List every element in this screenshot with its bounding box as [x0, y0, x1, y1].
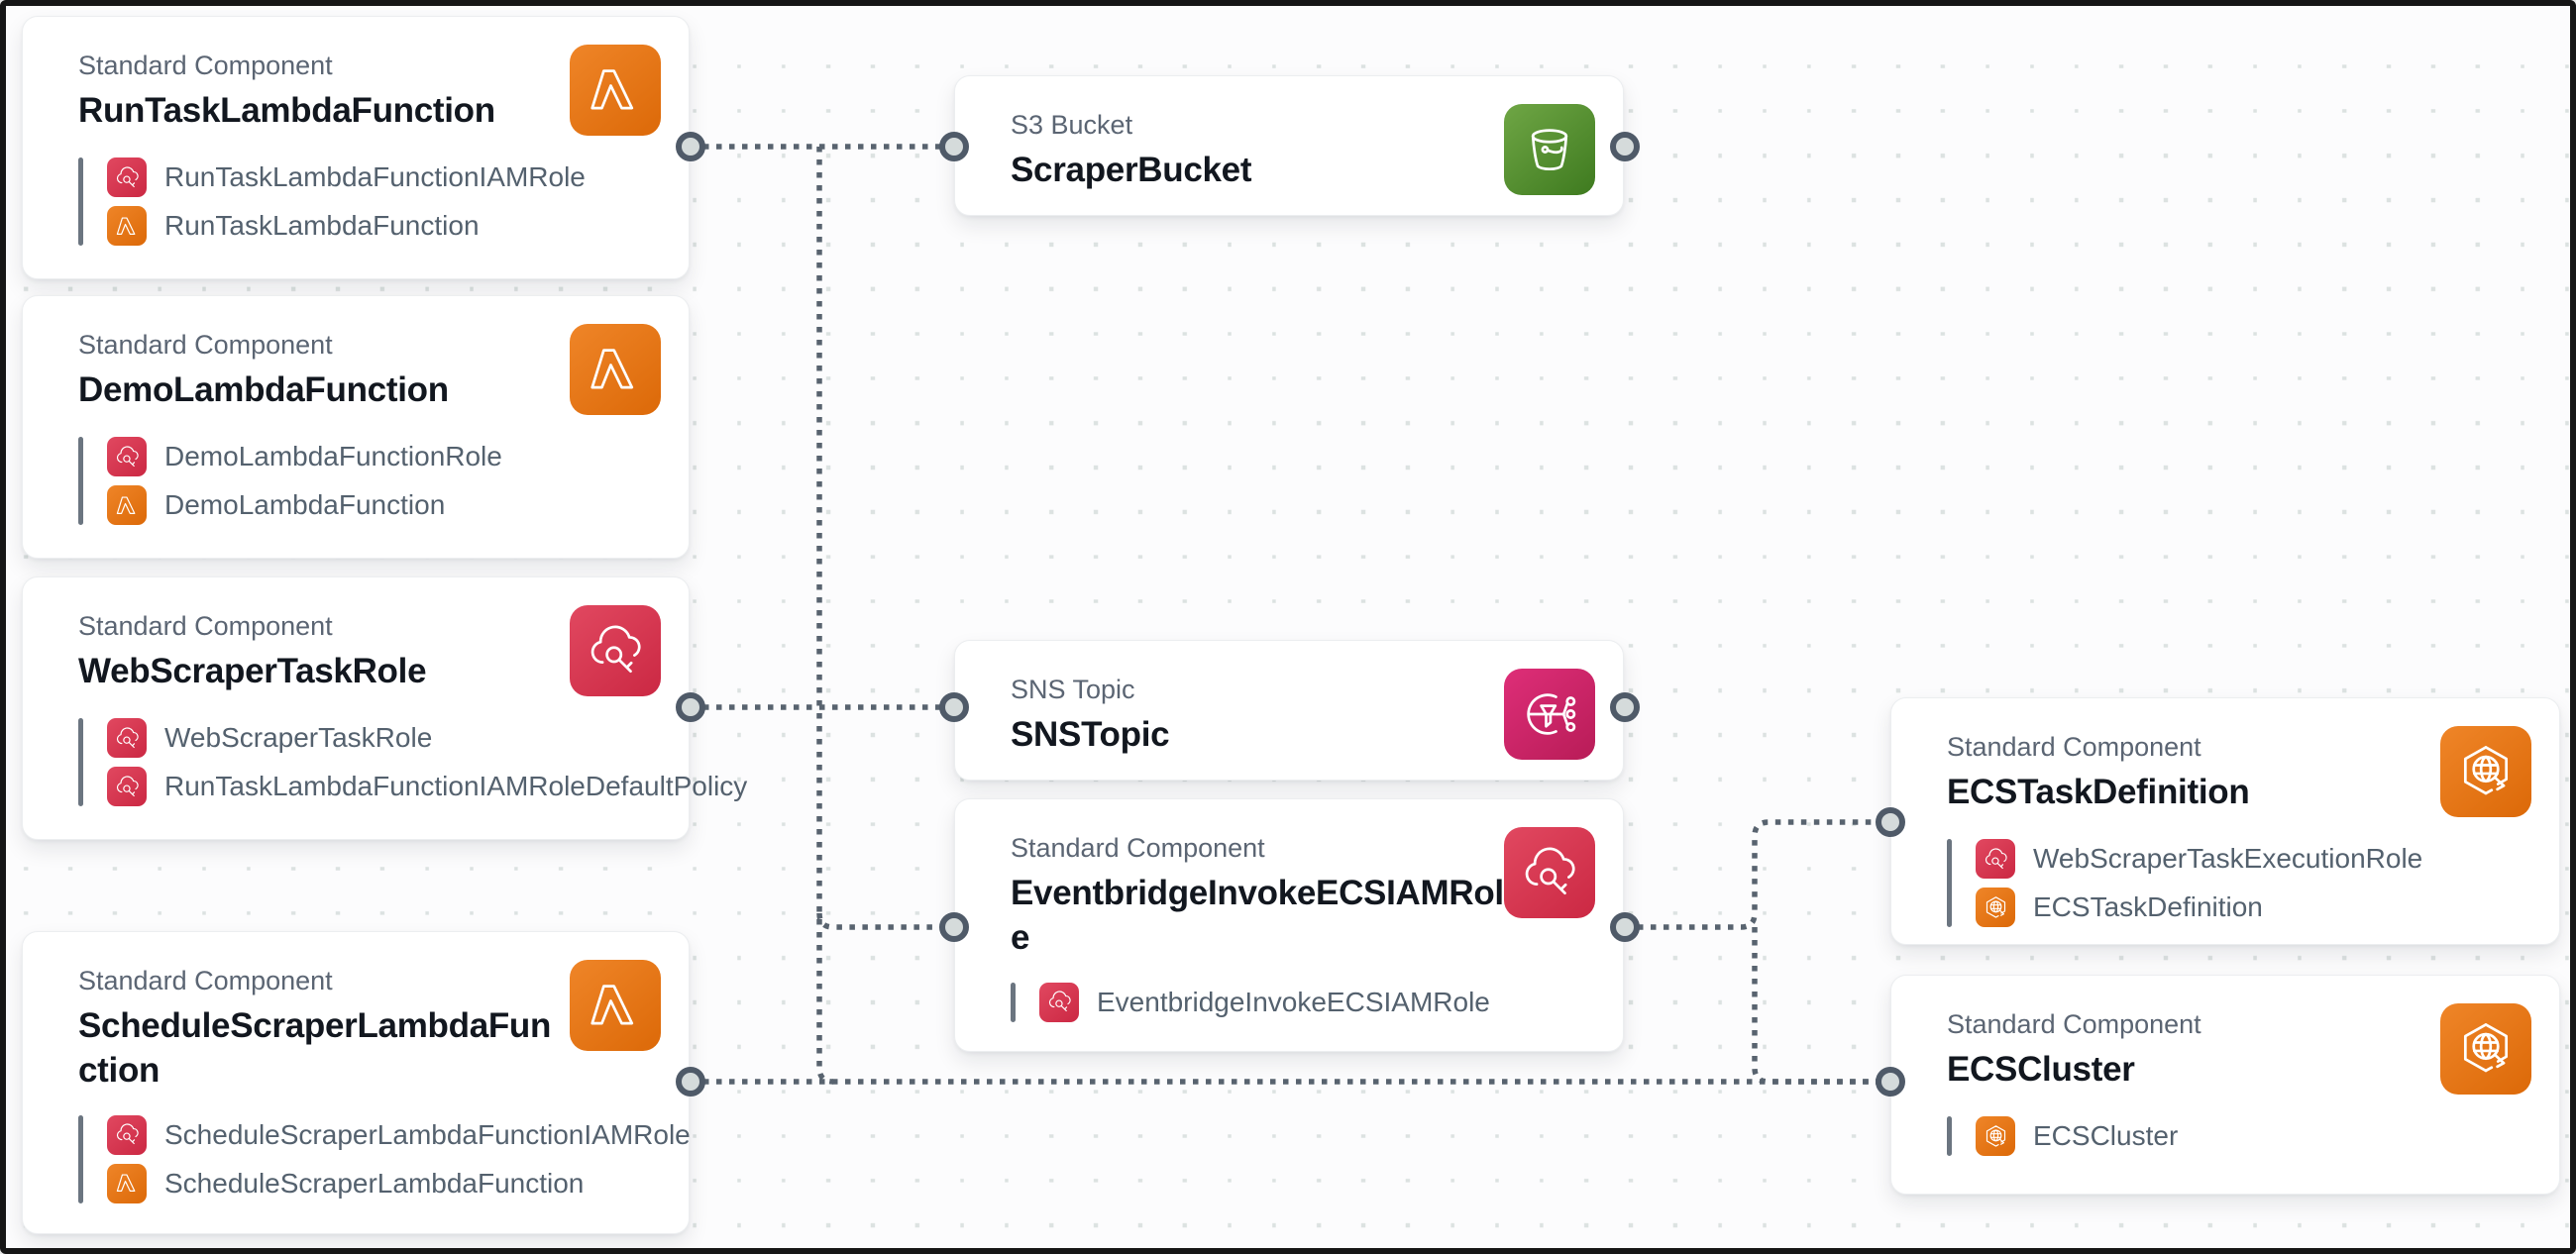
card-title: SNSTopic [1011, 715, 1170, 754]
connection-port[interactable] [1876, 1067, 1905, 1097]
lambda-icon [570, 960, 661, 1051]
component-card-demolambdafunction[interactable]: Standard Component DemoLambdaFunction De… [22, 295, 690, 559]
card-type-label: Standard Component [78, 611, 333, 641]
sub-resource-bar [1011, 982, 1016, 1022]
card-title: RunTaskLambdaFunction [78, 91, 495, 130]
iam-role-icon [107, 718, 147, 758]
sub-resource-label: EventbridgeInvokeECSIAMRole [1097, 986, 1490, 1017]
card-type-label: Standard Component [1947, 1009, 2201, 1039]
sub-resource-row[interactable]: RunTaskLambdaFunctionIAMRoleDefaultPolic… [107, 767, 747, 806]
sub-resource-bar [1947, 1116, 1952, 1156]
sub-resource-row[interactable]: EventbridgeInvokeECSIAMRole [1039, 982, 1490, 1022]
ecs-icon [2440, 1003, 2531, 1095]
component-card-eventbridgeinvokeecsiamrole[interactable]: Standard Component EventbridgeInvokeECSI… [954, 798, 1624, 1052]
sub-resource-bar [78, 157, 83, 246]
component-card-schedulescraperlambdafunction[interactable]: Standard Component ScheduleScraperLambda… [22, 931, 691, 1234]
ecs-icon [2440, 726, 2531, 817]
connector-edge[interactable] [816, 912, 954, 930]
card-title: DemoLambdaFunction [78, 370, 449, 409]
sub-resource-bar [78, 718, 83, 806]
card-type-label: Standard Component [78, 330, 333, 360]
sub-resource-bar [1947, 839, 1952, 927]
connection-port[interactable] [939, 692, 969, 722]
connector-edge[interactable] [1625, 819, 1890, 930]
connector-layer [691, 144, 1890, 1085]
connection-port[interactable] [676, 692, 705, 722]
sub-resource-row[interactable]: ECSTaskDefinition [1976, 888, 2422, 927]
connection-port[interactable] [676, 132, 705, 161]
card-type-label: Standard Component [78, 51, 333, 80]
sub-resource-row[interactable]: RunTaskLambdaFunctionIAMRole [107, 157, 586, 197]
sub-resource-label: WebScraperTaskRole [164, 722, 433, 753]
connection-port[interactable] [1610, 692, 1640, 722]
iam-role-icon [107, 437, 147, 476]
s3-bucket-icon [1504, 104, 1595, 195]
card-title: ScraperBucket [1011, 151, 1252, 189]
sub-resource-label: RunTaskLambdaFunctionIAMRoleDefaultPolic… [164, 771, 748, 801]
component-card-ecstaskdefinition[interactable]: Standard Component ECSTaskDefinition Web… [1890, 697, 2560, 945]
sub-resource-row[interactable]: ScheduleScraperLambdaFunction [107, 1163, 691, 1203]
sub-resource-label: ScheduleScraperLambdaFunctionIAMRole [164, 1118, 691, 1150]
sub-resource-label: DemoLambdaFunction [164, 489, 446, 520]
component-card-scraperbucket[interactable]: S3 Bucket ScraperBucket [954, 75, 1624, 216]
iam-role-icon [1504, 827, 1595, 918]
iam-role-icon [1976, 839, 2015, 879]
sub-resource-label: DemoLambdaFunctionRole [164, 441, 502, 471]
lambda-icon [107, 206, 147, 246]
sub-resource-label: RunTaskLambdaFunctionIAMRole [164, 161, 586, 192]
card-type-label: S3 Bucket [1011, 110, 1133, 140]
card-type-label: SNS Topic [1011, 675, 1135, 704]
sub-resource-row[interactable]: RunTaskLambdaFunction [107, 206, 586, 246]
diagram-canvas[interactable]: Standard Component RunTaskLambdaFunction… [6, 6, 2570, 1248]
card-type-label: Standard Component [1011, 833, 1265, 863]
iam-role-icon [107, 767, 147, 806]
connection-port[interactable] [1876, 807, 1905, 837]
component-card-snstopic[interactable]: SNS Topic SNSTopic [954, 640, 1624, 781]
connection-port[interactable] [939, 912, 969, 942]
sns-topic-icon [1504, 669, 1595, 760]
card-type-label: Standard Component [78, 966, 333, 995]
iam-role-icon [1039, 982, 1079, 1022]
sub-resource-label: RunTaskLambdaFunction [164, 210, 480, 241]
connector-edge[interactable] [816, 147, 834, 1085]
connector-edge[interactable] [1752, 927, 1890, 1085]
ecs-icon [1976, 1116, 2015, 1156]
card-title: EventbridgeInvokeECSIAMRole [1011, 874, 1504, 957]
card-type-label: Standard Component [1947, 732, 2201, 762]
iam-role-icon [107, 1114, 147, 1155]
sub-resource-row[interactable]: WebScraperTaskRole [107, 718, 747, 758]
connection-port[interactable] [939, 132, 969, 161]
card-title: ECSCluster [1947, 1050, 2135, 1089]
connection-port[interactable] [1610, 132, 1640, 161]
sub-resource-label: ECSCluster [2033, 1120, 2179, 1151]
sub-resource-row[interactable]: DemoLambdaFunctionRole [107, 437, 502, 476]
card-title: WebScraperTaskRole [78, 652, 427, 690]
lambda-icon [107, 485, 147, 525]
sub-resource-label: WebScraperTaskExecutionRole [2033, 843, 2423, 874]
component-card-runtasklambdafunction[interactable]: Standard Component RunTaskLambdaFunction… [22, 16, 690, 279]
ecs-icon [1976, 888, 2015, 927]
iam-role-icon [107, 157, 147, 197]
sub-resource-label: ScheduleScraperLambdaFunction [164, 1167, 585, 1199]
sub-resource-row[interactable]: WebScraperTaskExecutionRole [1976, 839, 2422, 879]
sub-resource-bar [78, 437, 83, 525]
sub-resource-row[interactable]: ScheduleScraperLambdaFunctionIAMRole [107, 1114, 691, 1155]
lambda-icon [570, 45, 661, 136]
lambda-icon [570, 324, 661, 415]
lambda-icon [107, 1163, 147, 1203]
card-title: ECSTaskDefinition [1947, 773, 2250, 811]
iam-role-icon [570, 605, 661, 696]
card-title: ScheduleScraperLambdaFunction [78, 1006, 552, 1090]
sub-resource-label: ECSTaskDefinition [2033, 891, 2263, 922]
sub-resource-row[interactable]: ECSCluster [1976, 1116, 2178, 1156]
connection-port[interactable] [676, 1067, 705, 1097]
sub-resource-bar [78, 1114, 83, 1203]
component-card-webscrapertaskrole[interactable]: Standard Component WebScraperTaskRole We… [22, 576, 747, 840]
sub-resource-row[interactable]: DemoLambdaFunction [107, 485, 502, 525]
component-card-ecscluster[interactable]: Standard Component ECSCluster ECSCluster [1890, 975, 2560, 1195]
connection-port[interactable] [1610, 912, 1640, 942]
